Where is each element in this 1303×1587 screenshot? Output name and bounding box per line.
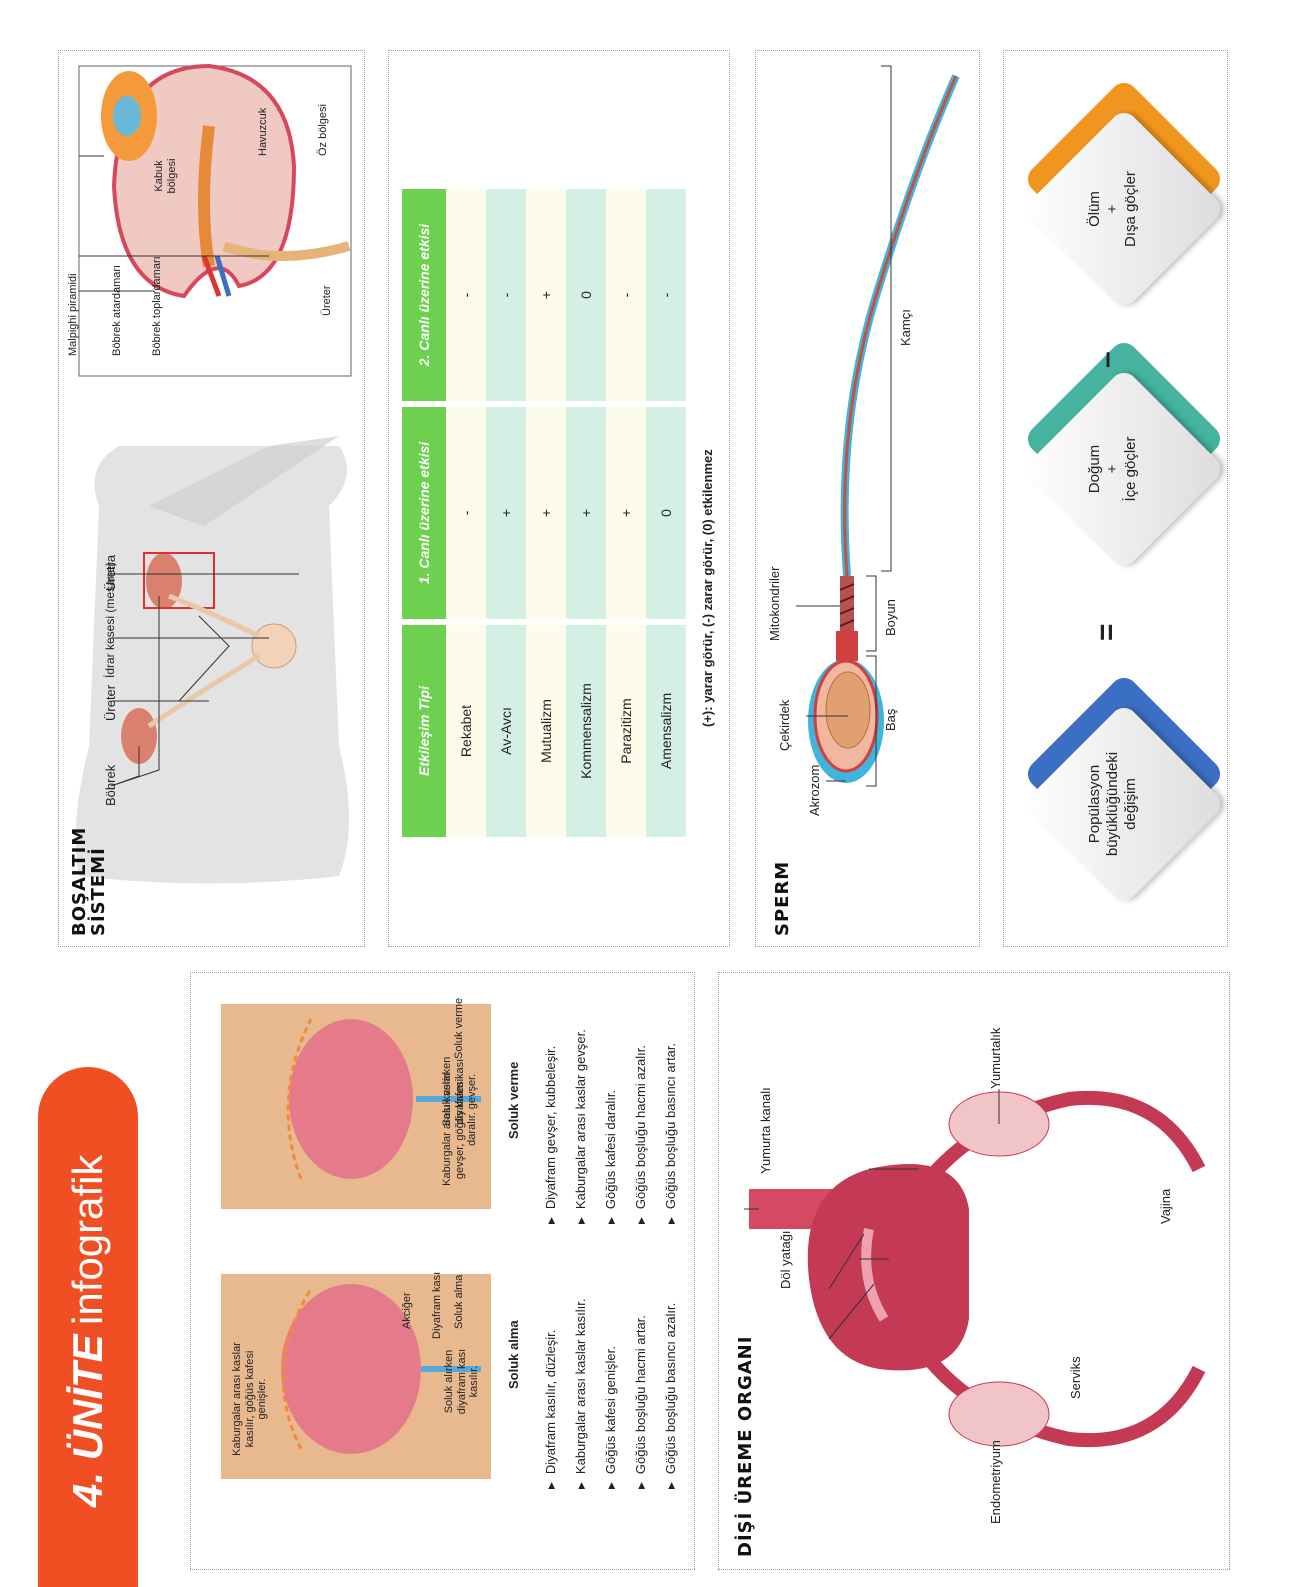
table-cell-c2: 0: [566, 189, 606, 407]
table-row: Av-Avcı+-: [486, 189, 526, 837]
list-item: Göğüs boşluğu hacmi artar.: [626, 1299, 656, 1490]
table-cell-c2: -: [646, 189, 686, 407]
list-item: Kaburgalar arası kaslar gevşer.: [566, 1029, 596, 1224]
interaction-table: Etkileşim Tipi 1. Canlı üzerine etkisi 2…: [402, 189, 686, 837]
list-item: Göğüs kafesi daralır.: [596, 1029, 626, 1224]
label-ureter-body: Üreter: [103, 684, 118, 721]
table-cell-c1: +: [526, 407, 566, 625]
label-bobrek: Böbrek: [103, 764, 118, 806]
minus-sign: –: [1090, 351, 1123, 368]
label-exhale-diyafram-note: Soluk verirken diyafram kası gevşer.: [441, 1056, 479, 1127]
label-cekirdek: Çekirdek: [777, 699, 792, 751]
label-havuzcuk: Havuzcuk: [257, 107, 269, 156]
label-endometriyum: Endometriyum: [988, 1440, 1003, 1524]
label-oz: Öz bölgesi: [317, 104, 329, 156]
table-cell-c2: -: [446, 189, 486, 407]
table-cell-type: Kommensalizm: [566, 625, 606, 837]
card-death-emigration-text: Ölüm + Dışa göçler: [1086, 171, 1139, 247]
exhale-title: Soluk verme: [506, 1061, 521, 1139]
label-yumurtalik: Yumurtalık: [988, 1027, 1003, 1089]
label-akrozom: Akrozom: [807, 764, 822, 816]
label-uretra: Üretra: [103, 554, 118, 591]
breathing-illustration: [221, 1004, 491, 1479]
table-row: Mutualizm++: [526, 189, 566, 837]
label-vajina: Vajina: [1158, 1188, 1173, 1224]
label-inhale-kaburga: Kaburgalar arası kaslar kasılır, göğüs k…: [231, 1342, 269, 1456]
section-title-sperm: SPERM: [772, 860, 793, 936]
section-title-female: DİŞİ ÜREME ORGANI: [735, 1335, 756, 1557]
label-malpighi: Malpighi piramidi: [67, 273, 79, 356]
list-item: Göğüs kafesi genişler.: [596, 1299, 626, 1490]
table-cell-type: Mutualizm: [526, 625, 566, 837]
panel-breathing: Kaburgalar arası kaslar kasılır, göğüs k…: [190, 972, 695, 1570]
label-boyun: Boyun: [883, 599, 898, 636]
table-cell-type: Amensalizm: [646, 625, 686, 837]
table-header-row: Etkileşim Tipi 1. Canlı üzerine etkisi 2…: [402, 189, 446, 837]
card-population-change-text: Popülasyon büyüklüğündeki değişim: [1086, 751, 1139, 857]
panel-bosaltim: BOŞALTIM SİSTEMİ Böbrek Üreter İdrar kes…: [58, 50, 365, 947]
unit-label: infografik: [64, 1154, 111, 1325]
inhale-list: Diyafram kasılır, düzleşir. Kaburgalar a…: [536, 1299, 686, 1490]
table-cell-c2: -: [606, 189, 646, 407]
table-header-c1: 1. Canlı üzerine etkisi: [402, 407, 446, 625]
table-row: Parazitizm+-: [606, 189, 646, 837]
label-kamci: Kamçı: [898, 309, 913, 346]
table-cell-c1: +: [486, 407, 526, 625]
table-header-c2: 2. Canlı üzerine etkisi: [402, 189, 446, 407]
label-serviks: Serviks: [1068, 1356, 1083, 1399]
table-cell-c1: 0: [646, 407, 686, 625]
list-item: Diyafram kasılır, düzleşir.: [536, 1299, 566, 1490]
card-birth-immigration-text: Doğum + İçe göçler: [1086, 436, 1139, 502]
table-header-type: Etkileşim Tipi: [402, 625, 446, 837]
sperm-illustration: [796, 65, 960, 787]
table-cell-type: Av-Avcı: [486, 625, 526, 837]
unit-title-bar: 4. ÜNİTE infografik: [38, 1067, 138, 1587]
inhale-title: Soluk alma: [506, 1320, 521, 1389]
table-legend: (+): yarar görür, (-) zarar görür, (0) e…: [700, 449, 715, 727]
label-kabuk: Kabuk bölgesi: [153, 158, 178, 194]
label-atardamar: Böbrek atardamarı: [111, 264, 123, 356]
panel-sperm: SPERM Akrozom Çekirdek Mitokondriler Baş…: [755, 50, 980, 947]
label-akciger: Akciğer: [401, 1292, 413, 1329]
label-soluk-alma-arrow: Soluk alma: [453, 1274, 465, 1329]
label-dol-yatagi: Döl yatağı: [778, 1230, 793, 1289]
table-row: Kommensalizm+0: [566, 189, 606, 837]
list-item: Diyafram gevşer, kubbeleşir.: [536, 1029, 566, 1224]
exhale-list: Diyafram gevşer, kubbeleşir. Kaburgalar …: [536, 1029, 686, 1224]
table-cell-c2: -: [486, 189, 526, 407]
panel-female: DİŞİ ÜREME ORGANI Döl yatağı Yumurta kan…: [718, 972, 1230, 1570]
list-item: Göğüs boşluğu hacmi azalır.: [626, 1029, 656, 1224]
label-bas: Baş: [883, 708, 898, 731]
equals-sign: =: [1090, 623, 1123, 641]
label-diyafram: Diyafram kası: [431, 1271, 443, 1339]
label-inhale-diyafram-note: Soluk alırken diyafram kası kasılır.: [443, 1348, 481, 1415]
label-toplardamar: Böbrek toplardamarı: [151, 256, 163, 356]
table-cell-c2: +: [526, 189, 566, 407]
table-cell-c1: +: [606, 407, 646, 625]
list-item: Kaburgalar arası kaslar kasılır.: [566, 1299, 596, 1490]
table-cell-type: Parazitizm: [606, 625, 646, 837]
table-cell-type: Rekabet: [446, 625, 486, 837]
panel-population: Popülasyon büyüklüğündeki değişim = Doğu…: [1003, 50, 1228, 947]
list-item: Göğüs boşluğu basıncı azalır.: [656, 1299, 686, 1490]
section-title-bosaltim: BOŞALTIM SİSTEMİ: [69, 826, 109, 936]
label-mitokondri: Mitokondriler: [767, 566, 782, 641]
excretory-illustration: [75, 63, 352, 884]
female-organ-illustration: [744, 1089, 1206, 1448]
label-ureter-kidney: Üreter: [321, 285, 333, 316]
table-cell-c1: +: [566, 407, 606, 625]
list-item: Göğüs boşluğu basıncı artar.: [656, 1029, 686, 1224]
table-row: Rekabet--: [446, 189, 486, 837]
label-yumurta-kanali: Yumurta kanalı: [758, 1087, 773, 1174]
unit-number: 4. ÜNİTE: [64, 1334, 111, 1507]
table-cell-c1: -: [446, 407, 486, 625]
